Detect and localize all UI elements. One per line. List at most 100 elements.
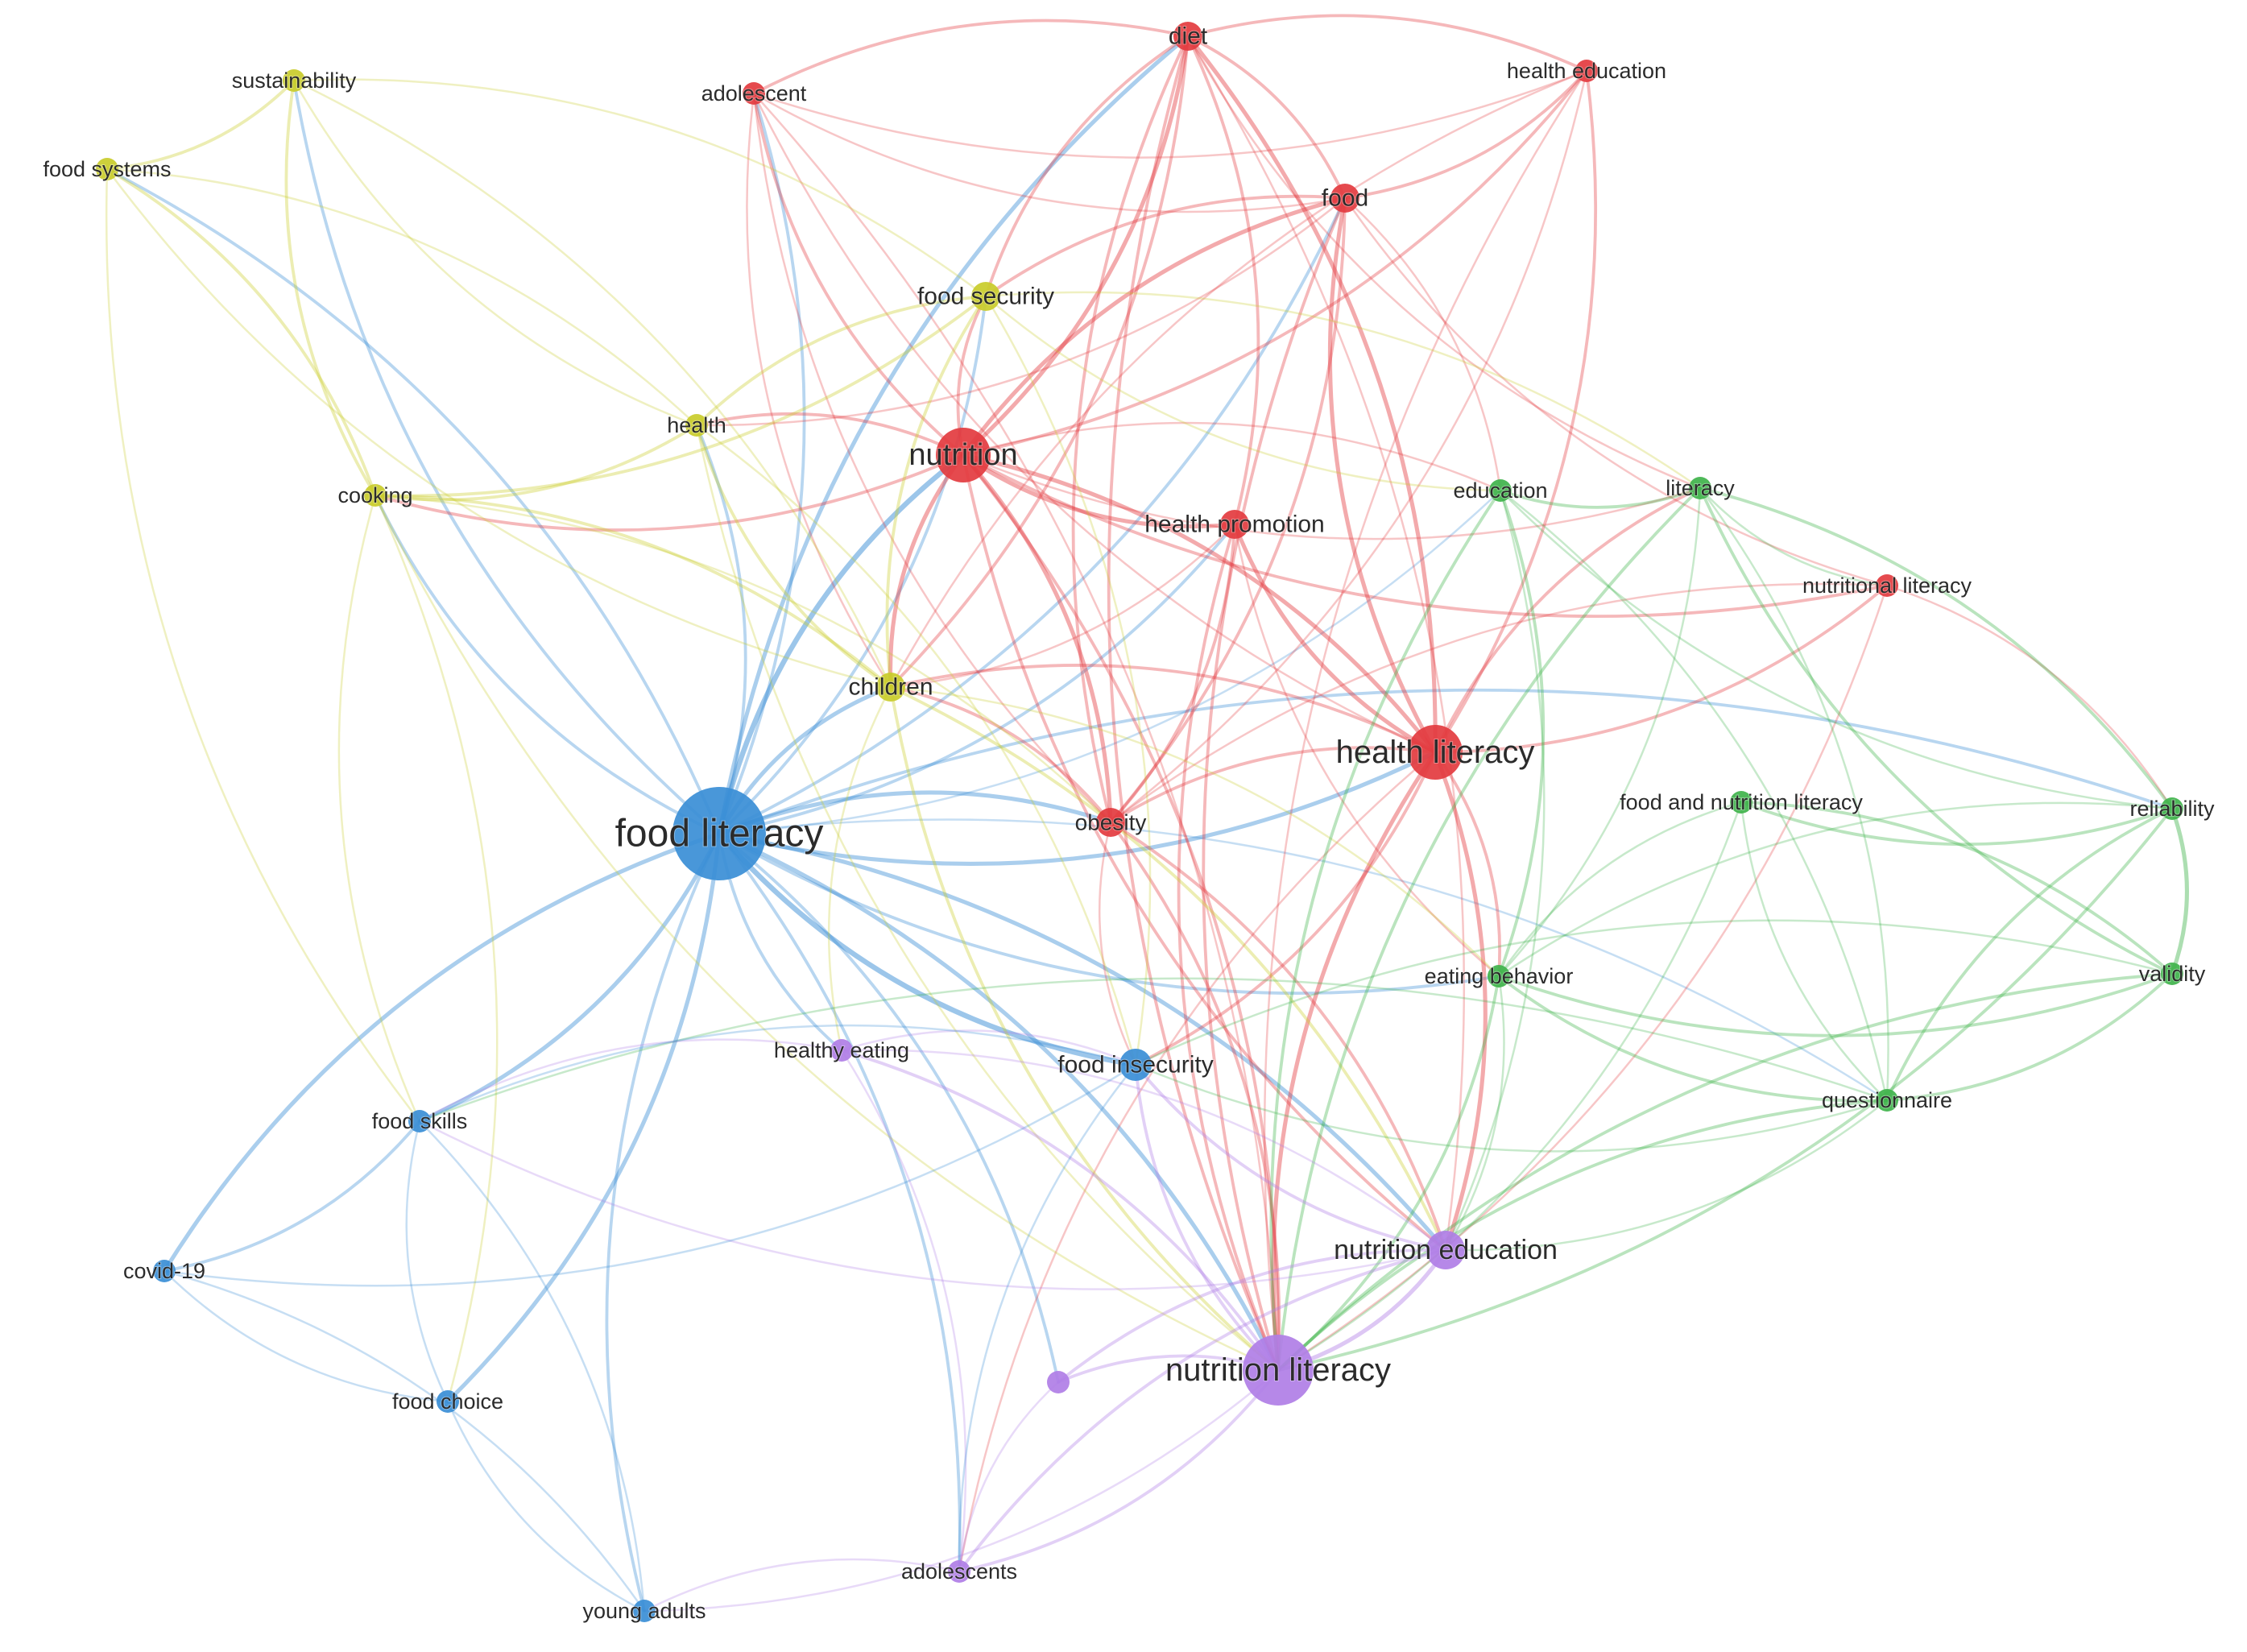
node-obesity[interactable] — [1096, 808, 1125, 837]
edge-food-obesity — [1109, 197, 1347, 824]
edge-nutrition-children — [888, 453, 966, 689]
node-nutrition[interactable] — [936, 428, 991, 482]
edge-education-questionnaire — [1499, 489, 1889, 1102]
edge-literacy-nutritional-literacy — [1699, 486, 1889, 587]
node-young-adults[interactable] — [633, 1600, 656, 1622]
edge-food-literacy-education — [718, 489, 1502, 835]
label-health-literacy: health literacy — [1336, 735, 1535, 770]
node-validity[interactable] — [2161, 963, 2183, 985]
edge-health-promotion-eating-behavior — [1233, 523, 1500, 978]
edge-children-eating-behavior — [889, 685, 1500, 978]
node-food-security[interactable] — [971, 282, 1000, 311]
edge-food-choice-young-adults — [446, 1400, 646, 1613]
edge-food-systems-children — [106, 168, 892, 689]
edge-nutrition-literacy-healthy-eating — [840, 1049, 1280, 1372]
edge-health-literacy-eating-behavior — [1434, 751, 1502, 978]
edge-obesity-food-insecurity — [1099, 821, 1137, 1066]
edge-health-literacy-nutritional-literacy — [1434, 584, 1889, 754]
node-food-choice[interactable] — [437, 1390, 459, 1413]
edge-food-literacy-eating-behavior — [718, 832, 1500, 995]
edge-health-literacy-food — [1327, 196, 1438, 755]
node-adolescents[interactable] — [948, 1560, 970, 1583]
edge-adolescents-young-adults — [643, 1558, 961, 1613]
edge-education-nutrition-education — [1444, 489, 1546, 1252]
edge-diet-children — [889, 35, 1190, 689]
edge-cooking-nutrition-literacy — [374, 494, 1280, 1372]
edge-health-literacy-adolescent — [752, 92, 1437, 754]
edge-reliability-nutrition-literacy — [1277, 807, 2174, 1372]
edge-diet-obesity — [1071, 35, 1190, 824]
edge-food-adolescent — [752, 92, 1347, 213]
node-cooking[interactable] — [364, 484, 387, 507]
node-healthy-eating[interactable] — [830, 1039, 853, 1062]
edge-health-cooking — [374, 424, 698, 502]
edge-food-literacy-food-insecurity — [716, 830, 1139, 1068]
label-health-promotion: health promotion — [1144, 511, 1324, 538]
node-nutrition-education[interactable] — [1426, 1231, 1465, 1269]
edge-food-literacy-reliability — [718, 688, 2174, 835]
edge-nutrition-health — [695, 412, 965, 457]
node-health[interactable] — [685, 414, 708, 437]
edge-obesity-nutrition-literacy — [1109, 821, 1281, 1372]
node-unlabeled-purple[interactable] — [1047, 1371, 1070, 1393]
node-food-and-nutrition-literacy[interactable] — [1730, 791, 1752, 814]
edge-health-literacy-health-promotion — [1232, 522, 1438, 755]
edge-nutrition-diet — [961, 34, 1190, 458]
node-diet[interactable] — [1173, 22, 1202, 51]
node-sustainability[interactable] — [283, 69, 305, 92]
node-food-skills[interactable] — [408, 1110, 431, 1132]
edge-nutrition-education-unlabeled-purple — [1057, 1248, 1447, 1384]
edge-food-literacy-health — [695, 424, 747, 835]
edge-nutrition-education-healthy-eating — [840, 1049, 1447, 1252]
edge-questionnaire-nutrition-education — [1444, 1099, 1889, 1252]
node-food-insecurity[interactable] — [1119, 1049, 1152, 1081]
edge-eating-behavior-questionnaire — [1497, 975, 1889, 1103]
edge-food-literacy-cooking — [374, 494, 721, 835]
node-reliability[interactable] — [2161, 797, 2183, 820]
node-questionnaire[interactable] — [1876, 1089, 1898, 1112]
edge-food-literacy-food-skills — [417, 831, 722, 1124]
node-food-literacy[interactable] — [672, 787, 766, 880]
node-eating-behavior[interactable] — [1488, 965, 1510, 987]
node-children[interactable] — [876, 673, 905, 702]
edge-health-children — [695, 424, 892, 689]
node-nutritional-literacy[interactable] — [1876, 574, 1898, 597]
edge-food-literacy-questionnaire — [718, 818, 1889, 1102]
label-healthy-eating: healthy eating — [774, 1038, 909, 1062]
edge-health-education-obesity — [1109, 69, 1588, 824]
edge-food-and-nutrition-literacy-questionnaire — [1740, 801, 1889, 1102]
edge-food-skills-food-choice — [405, 1120, 449, 1403]
edge-health-education-children — [889, 69, 1588, 689]
label-questionnaire: questionnaire — [1822, 1088, 1952, 1112]
node-education[interactable] — [1489, 479, 1512, 502]
edge-nutrition-education-food-insecurity — [1134, 1063, 1447, 1252]
edge-nutrition-nutrition-literacy — [962, 453, 1281, 1372]
edge-food-security-sustainability — [292, 78, 987, 298]
label-sustainability: sustainability — [232, 68, 357, 93]
edge-adolescent-children — [746, 92, 892, 689]
label-food: food — [1322, 185, 1368, 212]
node-health-literacy[interactable] — [1408, 725, 1463, 780]
edge-food-security-cooking — [374, 295, 987, 498]
edge-nutrition-literacy-young-adults — [643, 1368, 1280, 1613]
edge-food-nutritional-literacy — [1343, 197, 1889, 587]
nodes-layer — [96, 22, 2183, 1622]
edge-nutrition-nutrition-education — [962, 453, 1447, 1252]
label-education: education — [1453, 478, 1547, 503]
edge-nutrition-education-adolescents — [958, 1248, 1447, 1573]
edge-cooking-children — [374, 494, 892, 689]
edge-food-literacy-health-literacy — [717, 750, 1438, 866]
node-literacy[interactable] — [1689, 477, 1711, 499]
node-food-systems[interactable] — [96, 158, 118, 180]
node-health-promotion[interactable] — [1220, 510, 1249, 539]
node-adolescent[interactable] — [743, 82, 765, 105]
node-food[interactable] — [1330, 184, 1359, 213]
label-cooking: cooking — [337, 483, 412, 507]
edge-diet-literacy — [1186, 35, 1702, 490]
edge-health-literacy-health-education — [1434, 69, 1598, 754]
node-nutrition-literacy[interactable] — [1243, 1335, 1314, 1406]
edge-food-nutrition-literacy — [1202, 197, 1347, 1372]
edge-food-literacy-health-promotion — [718, 523, 1236, 835]
node-covid-19[interactable] — [153, 1260, 176, 1282]
node-health-education[interactable] — [1575, 60, 1598, 82]
